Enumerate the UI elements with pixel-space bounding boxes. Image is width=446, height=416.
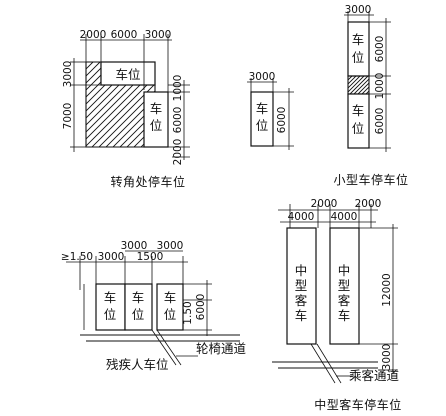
acc-caption: 残疾人车位 — [106, 357, 169, 372]
corner-parking-group: 车位 车 位 2000 6000 3000 3000 7000 1000 600… — [62, 29, 190, 189]
hatch-line — [361, 86, 369, 94]
coach-dim-top-1a: 2000 — [311, 198, 338, 210]
acc-dim-top-2: 3000 — [98, 251, 125, 263]
small-stall-lower-label-2: 位 — [352, 121, 365, 136]
acc-stall-3-label-2: 位 — [164, 307, 177, 322]
small-stall-single-label-1: 车 — [256, 101, 269, 116]
acc-dim-top-5: 3000 — [157, 240, 184, 252]
hatch-line — [348, 76, 349, 77]
coach-dim-right-1: 12000 — [381, 273, 393, 306]
coach-dim-top-2b: 4000 — [331, 211, 358, 223]
coach-stall-1-label-2: 型 — [295, 278, 308, 293]
accessible-group: ≥1.50 3000 3000 1500 3000 车 位 车 位 车 位 1.… — [61, 240, 247, 372]
hatch-line — [111, 62, 155, 147]
coach-group: 2000 2000 4000 4000 中 型 客 车 中 型 客 车 1200… — [272, 198, 402, 412]
corner-stall-right — [143, 91, 169, 148]
hatch-line — [348, 76, 357, 85]
small-stall-lower — [347, 93, 370, 149]
acc-dim-side: 1.50 — [182, 301, 194, 324]
coach-stall-2 — [329, 227, 360, 345]
acc-stall-1-label-2: 位 — [104, 307, 117, 322]
hatch-line — [86, 62, 101, 147]
acc-stall-2-label-1: 车 — [132, 290, 145, 305]
acc-stall-1-label-1: 车 — [104, 290, 117, 305]
coach-dim-top-2a: 4000 — [288, 211, 315, 223]
acc-path-label: 轮椅通道 — [196, 341, 247, 356]
acc-dim-top-3: 3000 — [121, 240, 148, 252]
hatch-line — [348, 76, 365, 93]
small-stall-single-label-2: 位 — [256, 118, 269, 133]
corner-dim-left-2: 7000 — [62, 103, 74, 130]
hatch-line — [349, 76, 369, 94]
hatch-line — [90, 62, 155, 147]
small-stack-dim-right-3: 6000 — [374, 108, 386, 135]
hatch-line — [86, 62, 155, 147]
coach-path-label: 乘客通道 — [349, 368, 400, 383]
small-stall-upper-label-1: 车 — [352, 32, 365, 47]
hatch-line — [86, 62, 115, 147]
small-stall-upper-label-2: 位 — [352, 50, 365, 65]
small-stack-dim-right-1: 6000 — [374, 36, 386, 63]
coach-dim-top-1b: 2000 — [355, 198, 382, 210]
small-stall-single — [250, 91, 274, 147]
hatch-line — [86, 62, 108, 147]
coach-stall-1-label-3: 客 — [295, 293, 308, 308]
coach-dim-right-2: 3000 — [381, 344, 393, 371]
acc-stall-3-label-1: 车 — [164, 290, 177, 305]
hatch-line — [97, 62, 155, 147]
corner-stall-top-label: 车位 — [115, 67, 140, 82]
acc-dim-top-1: ≥1.50 — [61, 251, 93, 263]
small-stall-upper — [347, 21, 370, 77]
corner-caption: 转角处停车位 — [110, 174, 185, 189]
coach-stall-1-label-4: 车 — [295, 308, 308, 323]
coach-stall-1-label-1: 中 — [295, 263, 308, 278]
corner-dim-left-1: 3000 — [62, 61, 74, 88]
coach-stall-1 — [286, 227, 317, 345]
hatch-line — [118, 62, 155, 147]
small-single-dim-top: 3000 — [249, 71, 276, 83]
acc-stall-2 — [124, 283, 153, 331]
small-single-dim-right: 6000 — [276, 107, 288, 134]
hatch-line — [348, 76, 353, 81]
corner-dim-top-2: 6000 — [111, 29, 138, 41]
small-stall-lower-label-1: 车 — [352, 103, 365, 118]
corner-stall-right-label-1: 车 — [150, 101, 163, 116]
small-stack-dim-top: 3000 — [345, 4, 372, 16]
coach-stall-2-label-4: 车 — [338, 308, 351, 323]
coach-stall-2-label-1: 中 — [338, 263, 351, 278]
small-car-group: 车 位 3000 6000 3000 车 位 车 位 6000 1000 600… — [247, 4, 408, 187]
acc-stall-2-label-2: 位 — [132, 307, 145, 322]
corner-dim-right-1: 1000 — [172, 75, 184, 102]
small-stack-hatch — [348, 76, 369, 94]
coach-caption: 中型客车停车位 — [314, 397, 402, 412]
corner-stall-right-label-2: 位 — [150, 118, 163, 133]
hatch-line — [353, 78, 369, 94]
corner-dim-right-3: 2000 — [172, 139, 184, 166]
small-caption: 小型车停车位 — [333, 172, 408, 187]
corner-dim-top-1: 2000 — [80, 29, 107, 41]
corner-dim-right-2: 6000 — [172, 107, 184, 134]
hatch-line — [125, 62, 155, 147]
acc-stall-3 — [156, 283, 184, 331]
hatch-line — [86, 62, 94, 147]
coach-stall-2-label-2: 型 — [338, 278, 351, 293]
corner-dim-top-3: 3000 — [145, 29, 172, 41]
acc-dim-top-4: 1500 — [137, 251, 164, 263]
hatch-line — [348, 76, 361, 89]
acc-dim-right: 6000 — [195, 294, 207, 321]
coach-stall-2-label-3: 客 — [338, 293, 351, 308]
hatch-line — [357, 82, 369, 94]
corner-stall-top — [100, 61, 156, 86]
small-stack-dim-right-2: 1000 — [374, 73, 386, 100]
